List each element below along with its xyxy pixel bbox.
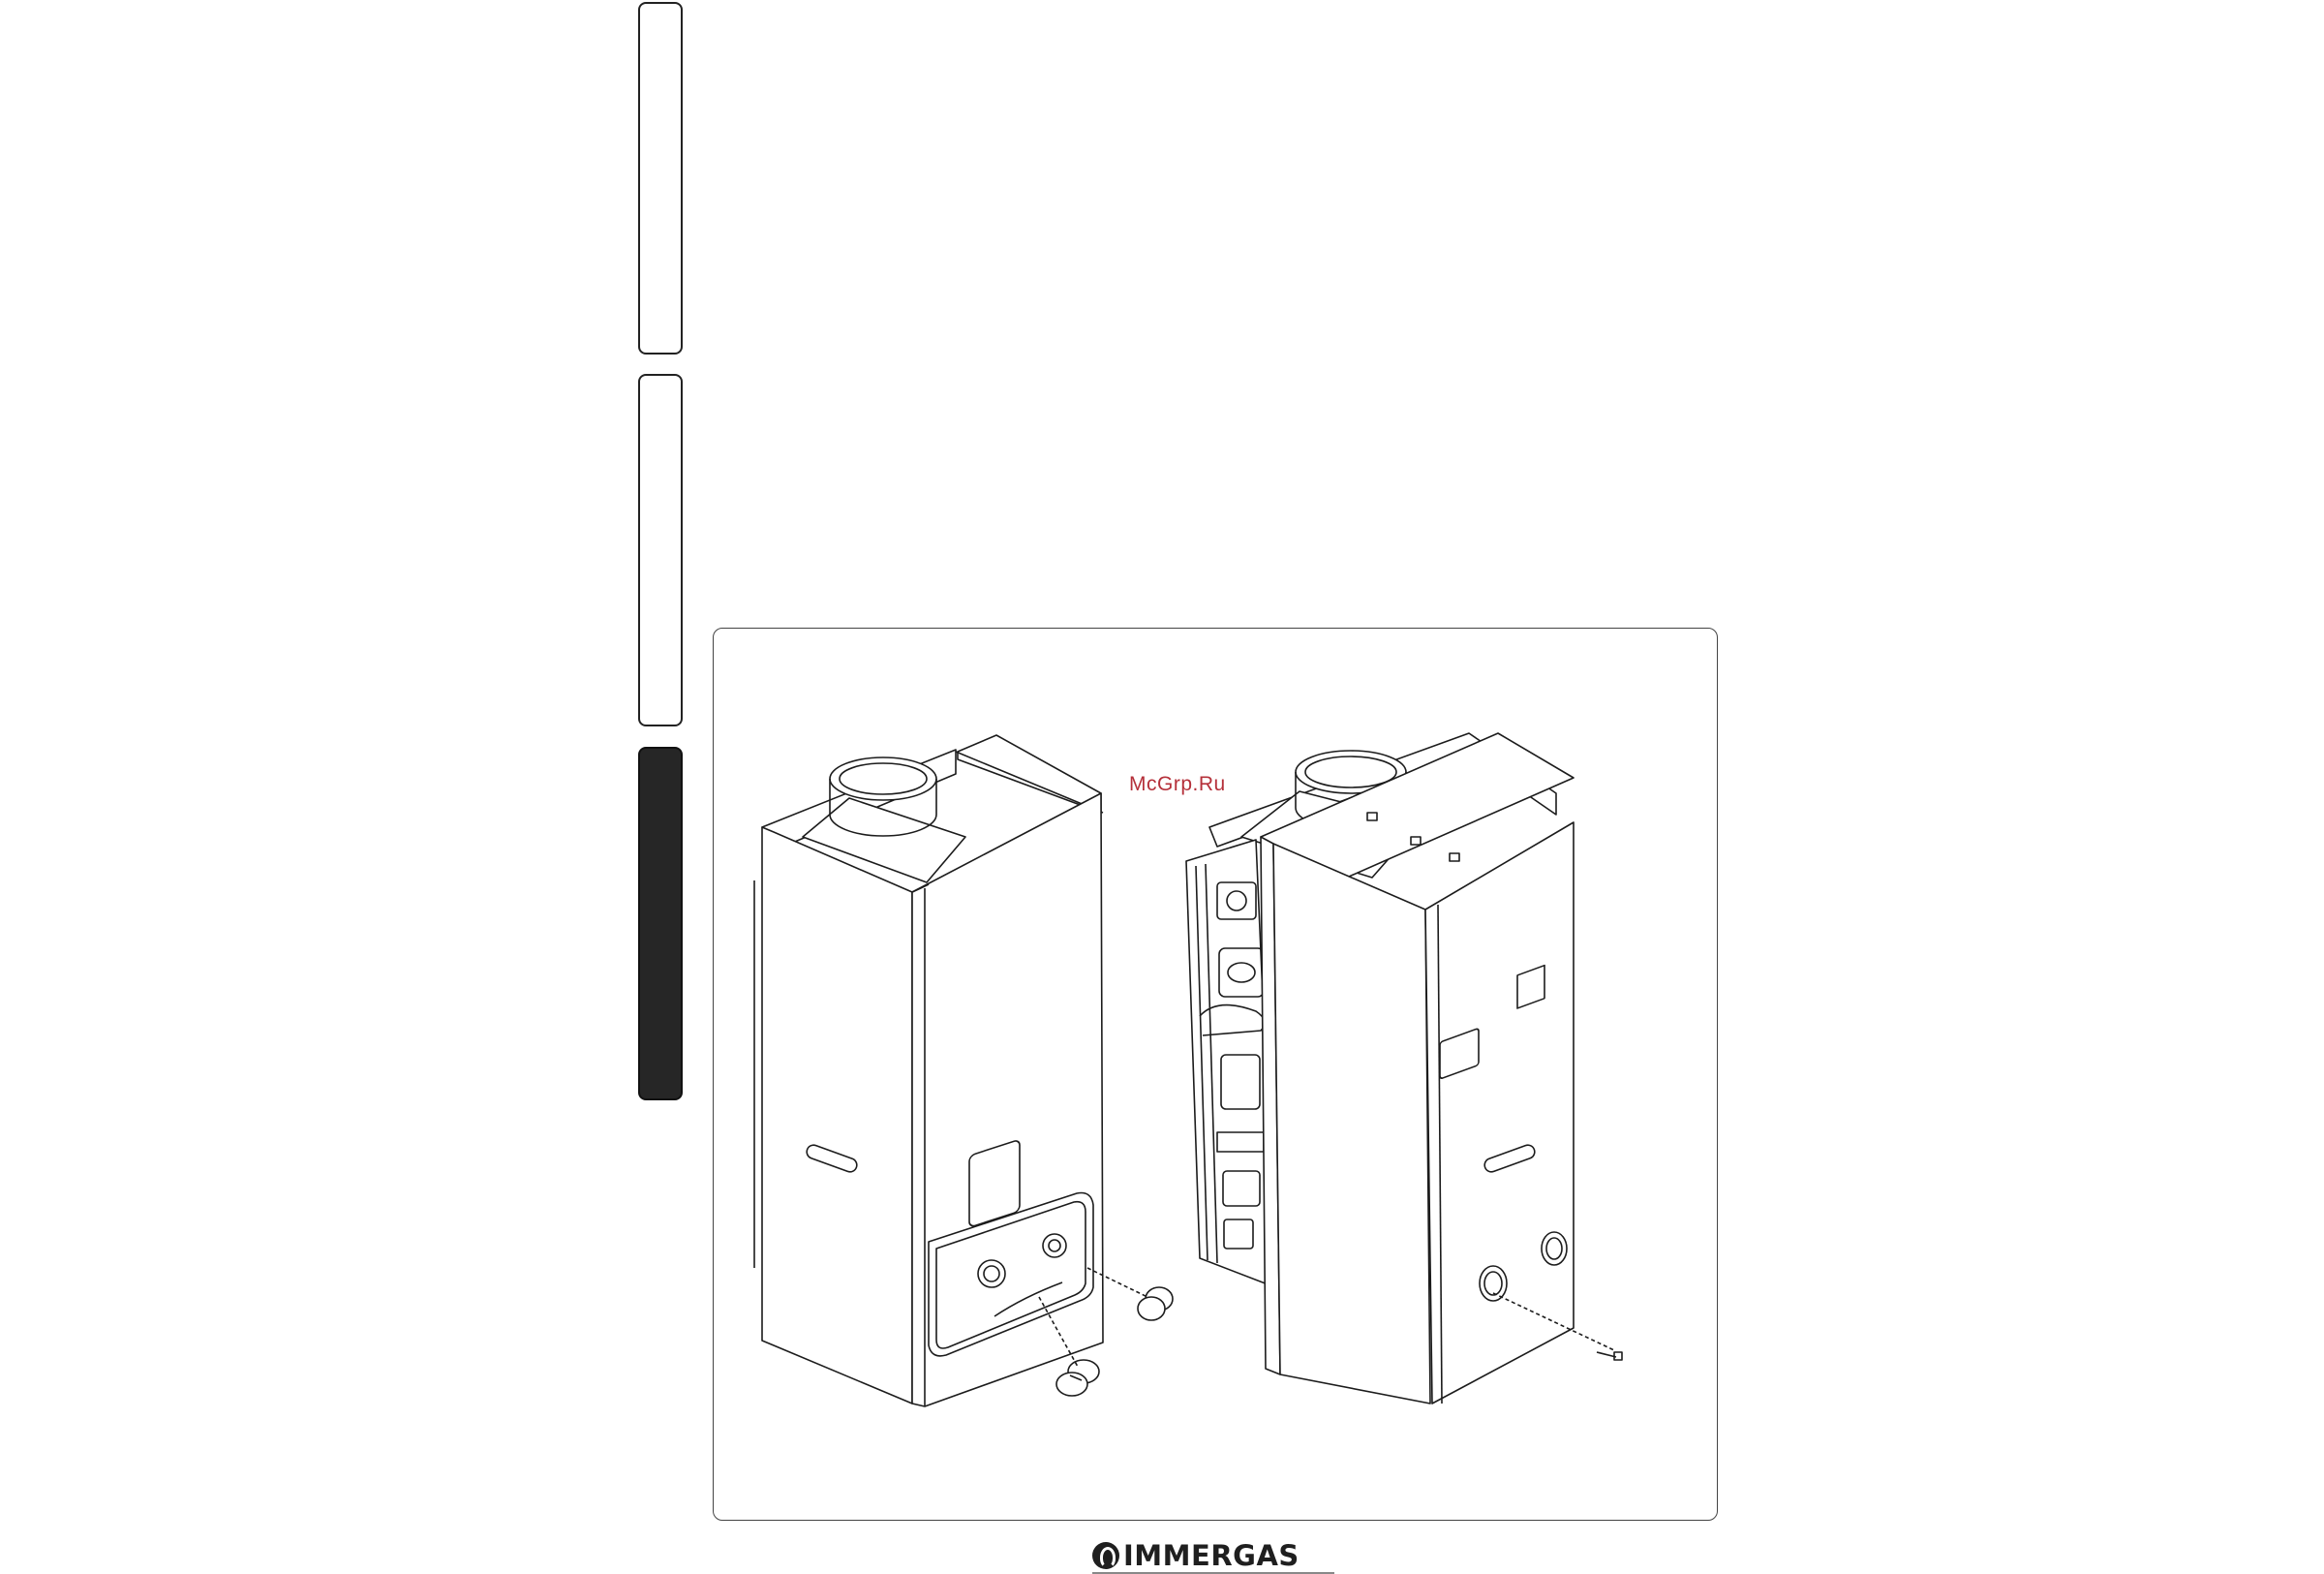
- figure-frame: [713, 628, 1718, 1521]
- knob-right: [1137, 1286, 1174, 1321]
- screw: [1492, 1292, 1623, 1361]
- side-tab-1[interactable]: [638, 2, 683, 355]
- right-water-heater: [1185, 732, 1623, 1404]
- side-tab-3-active[interactable]: [638, 747, 683, 1100]
- brand-logo: IMMERGAS: [1092, 1539, 1300, 1572]
- water-heater-illustration: [753, 732, 1623, 1407]
- brand-name: IMMERGAS: [1123, 1539, 1300, 1572]
- watermark-text: McGrp.Ru: [1129, 773, 1226, 795]
- side-tab-2[interactable]: [638, 374, 683, 726]
- control-panel: [928, 1140, 1094, 1357]
- knob-left: [1055, 1359, 1100, 1397]
- flame-logo-icon: [1092, 1542, 1119, 1569]
- bottom-fittings: [1439, 964, 1568, 1302]
- left-water-heater: [753, 734, 1174, 1407]
